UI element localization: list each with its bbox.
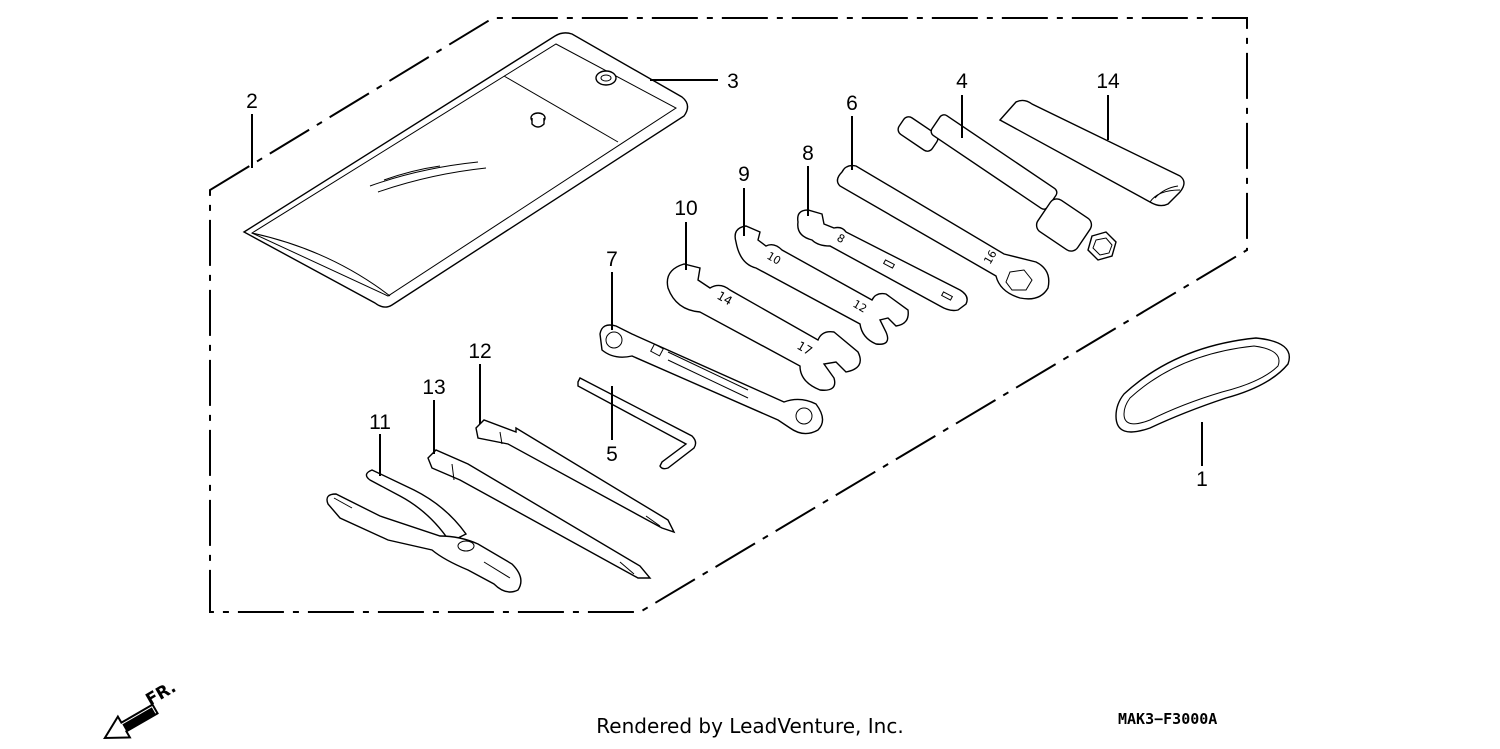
- wrench-10-size-left: 14: [715, 288, 735, 308]
- callout-14: 14: [1096, 70, 1120, 93]
- open-end-wrench-8: 8: [797, 209, 968, 312]
- callout-2: 2: [246, 90, 258, 113]
- spark-plug-wrench: [897, 114, 1117, 261]
- callout-11: 11: [369, 411, 391, 434]
- callout-10: 10: [674, 197, 697, 220]
- pliers: [326, 469, 522, 593]
- box-end-wrench: [599, 324, 824, 435]
- wrench-10-size-right: 17: [795, 338, 815, 358]
- callout-4: 4: [956, 70, 968, 93]
- wrench-9-size-left: 10: [765, 249, 784, 267]
- callout-12: 12: [468, 340, 491, 363]
- callout-5: 5: [606, 443, 618, 466]
- callout-numbers: 1 2 3 4 5 6 7 8 9 10 11 12 13 14: [246, 70, 1208, 491]
- footer-credit: Rendered by LeadVenture, Inc.: [596, 714, 904, 738]
- open-end-wrench-14x17: 14 17: [666, 263, 861, 391]
- screwdriver-phillips: [475, 419, 676, 534]
- hex-key: [577, 377, 697, 470]
- callout-6: 6: [846, 92, 858, 115]
- kit-boundary: [209, 17, 1248, 613]
- diagram-code: MAK3−F3000A: [1118, 710, 1218, 728]
- tool-bag: [242, 32, 689, 308]
- grip-rubber: [998, 99, 1185, 207]
- callout-13: 13: [422, 376, 445, 399]
- callout-9: 9: [738, 163, 750, 186]
- rubber-band: [1115, 337, 1290, 433]
- front-direction-arrow-icon: FR.: [103, 680, 180, 740]
- callout-1: 1: [1196, 468, 1208, 491]
- callout-7: 7: [606, 248, 618, 271]
- callout-3: 3: [727, 70, 739, 93]
- leader-lines: [251, 79, 1203, 476]
- wrench-9-size-right: 12: [851, 297, 870, 315]
- front-direction-label: FR.: [143, 680, 180, 710]
- wrench-6-size: 16: [981, 248, 999, 267]
- open-end-wrench-6: 16: [836, 164, 1050, 300]
- open-end-wrench-10x12: 10 12: [734, 225, 909, 345]
- screwdriver-flat: [427, 449, 652, 579]
- callout-8: 8: [802, 142, 814, 165]
